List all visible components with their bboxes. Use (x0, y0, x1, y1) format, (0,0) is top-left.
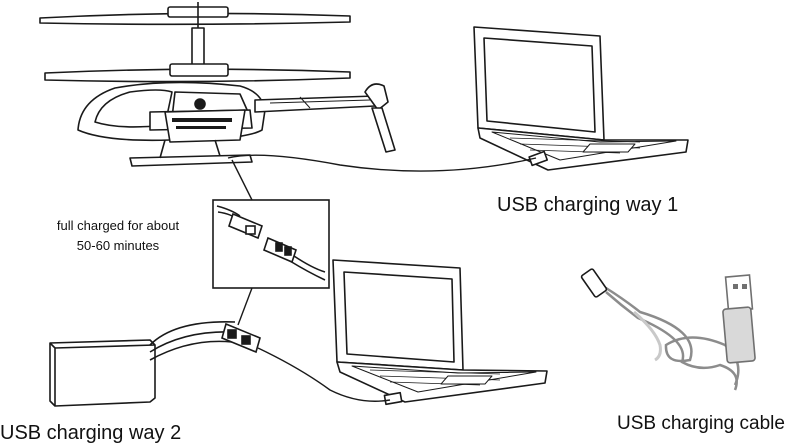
usb-charging-way-2-label: USB charging way 2 (0, 422, 182, 444)
charge-time-line-1: full charged for about (56, 218, 180, 233)
laptop-icon (332, 259, 548, 406)
usb-charging-cable-label: USB charging cable (617, 413, 785, 434)
charge-time-line-2: 50-60 minutes (76, 238, 160, 253)
laptop-icon (473, 26, 689, 171)
connector-icon (221, 322, 261, 354)
battery-icon (49, 321, 236, 407)
usb-charging-way-1-label: USB charging way 1 (497, 194, 679, 216)
usb-cable-icon (580, 268, 756, 391)
charging-cables (227, 154, 537, 402)
helicopter-icon (39, 2, 396, 167)
charge-time-note: full charged for about 50-60 minutes (27, 216, 209, 256)
connector-detail-callout (212, 199, 330, 289)
